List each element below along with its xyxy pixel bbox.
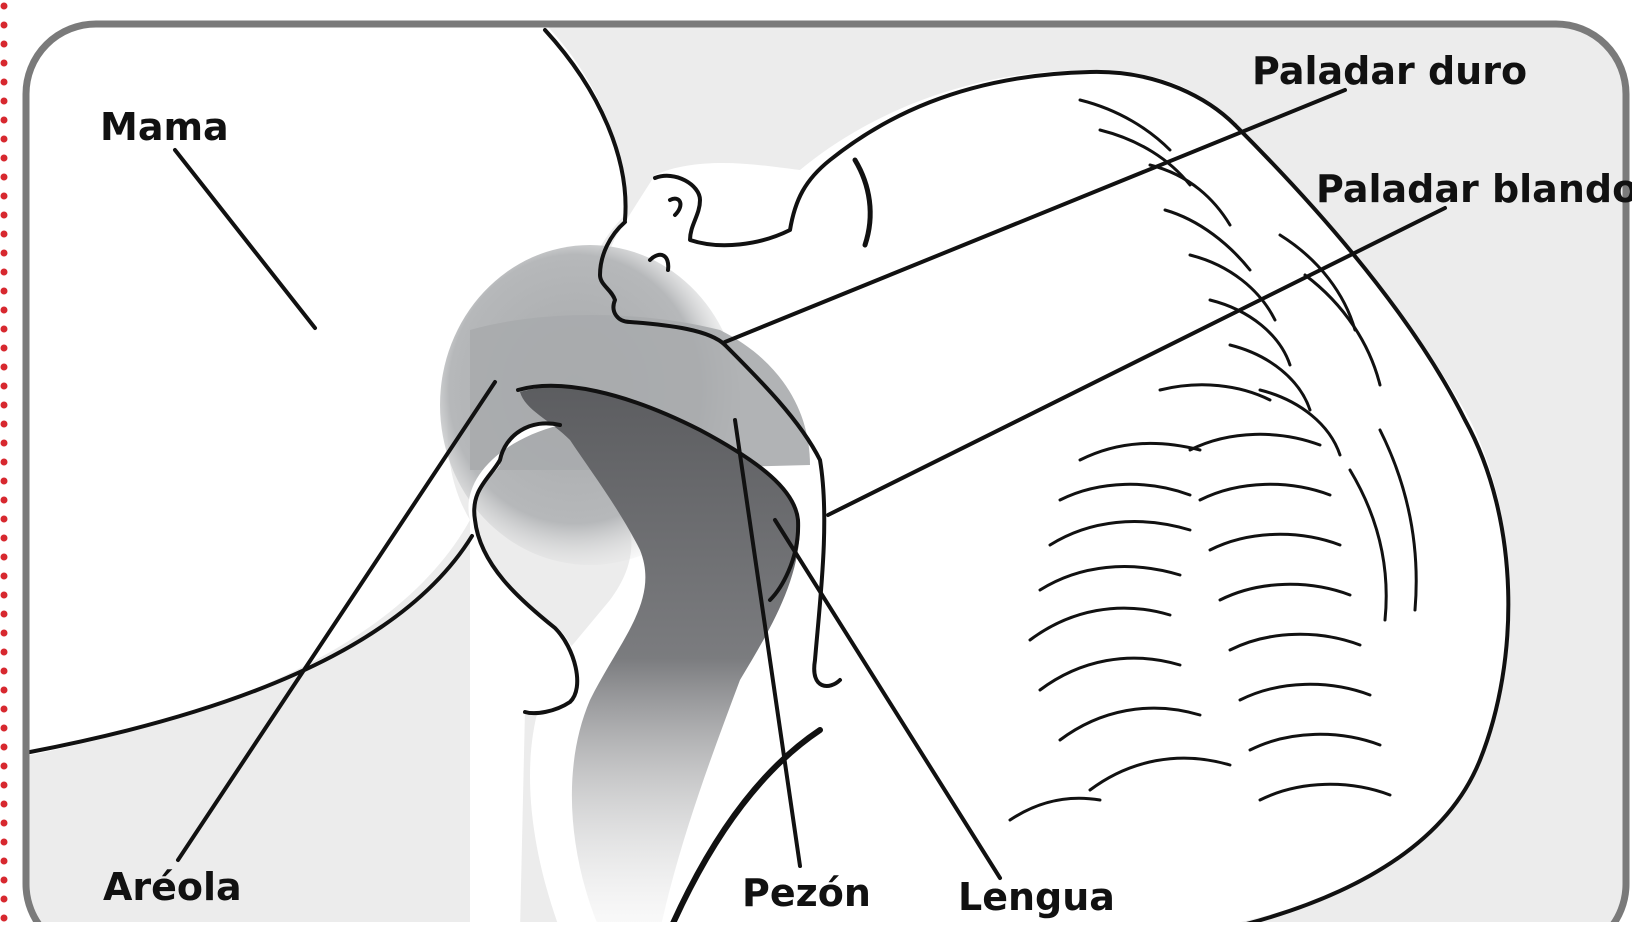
label-areola: Aréola [103,868,242,906]
label-lengua: Lengua [958,878,1115,916]
label-pezon: Pezón [742,874,871,912]
label-paladar-duro: Paladar duro [1252,52,1527,90]
label-mama: Mama [100,108,229,146]
label-paladar-blando: Paladar blando [1316,170,1632,208]
